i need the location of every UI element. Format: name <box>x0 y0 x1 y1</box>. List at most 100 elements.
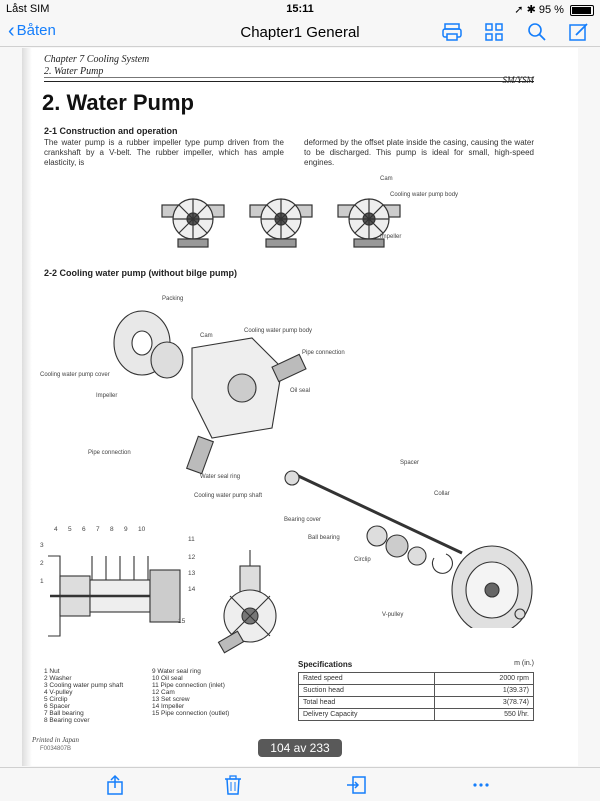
status-bar: Låst SIM 15:11 ➚ ✱ 95 % <box>0 0 600 18</box>
search-icon[interactable] <box>526 22 548 42</box>
legend-item: 10 Oil seal <box>152 675 183 682</box>
legend-item: 2 Washer <box>44 675 72 682</box>
battery-percent: 95 % <box>538 4 564 16</box>
legend-item: 9 Water seal ring <box>152 668 201 675</box>
fig3-number-12: 12 <box>188 554 196 561</box>
fig2-label-cam: Cam <box>200 333 213 339</box>
section1-text-right: deformed by the offset plate inside the … <box>304 138 534 167</box>
parts-legend-right: 9 Water seal ring 10 Oil seal 11 Pipe co… <box>152 668 229 717</box>
legend-item: 8 Bearing cover <box>44 717 90 724</box>
back-button[interactable]: ‹Båten <box>8 20 56 42</box>
fig2-label-circlip: Circlip <box>354 557 371 563</box>
carrier-label: Låst SIM <box>6 3 50 15</box>
page-title: 2. Water Pump <box>42 90 194 115</box>
legend-item: 5 Circlip <box>44 696 68 703</box>
legend-item: 14 Impeller <box>152 703 185 710</box>
fig3-number-14: 14 <box>188 586 196 593</box>
edit-icon[interactable] <box>568 22 590 42</box>
fig2-label-cover: Cooling water pump cover <box>40 372 110 378</box>
more-icon[interactable] <box>470 774 492 796</box>
fig2-label-packing: Packing <box>162 296 184 302</box>
fig1-label-cam: Cam <box>380 176 393 182</box>
fig3-number-7: 7 <box>96 526 100 533</box>
printed-code: F0034807B <box>40 746 72 752</box>
legend-item: 11 Pipe connection (inlet) <box>152 682 225 689</box>
header-rule-bold <box>44 81 534 82</box>
print-icon[interactable] <box>441 22 463 42</box>
fig2-label-spacer: Spacer <box>400 460 420 466</box>
fig3-number-6: 6 <box>82 526 86 533</box>
fig3-number-3: 3 <box>40 542 44 549</box>
fig2-label-oil-seal: Oil seal <box>290 388 311 394</box>
legend-item: 12 Cam <box>152 689 175 696</box>
fig1-label-impeller: Impeller <box>380 234 402 240</box>
fig2-label-ball-bearing: Ball bearing <box>308 535 340 541</box>
legend-item: 4 V-pulley <box>44 689 73 696</box>
fig2-label-vpulley: V-pulley <box>382 612 404 618</box>
printed-note: Printed in Japan <box>32 736 80 744</box>
header-rule <box>44 77 534 78</box>
fig2-label-collar: Collar <box>434 491 450 497</box>
back-label: Båten <box>16 22 56 39</box>
section1-title: 2-1 Construction and operation <box>44 126 178 136</box>
exploded-view-figure <box>113 310 533 628</box>
fig3-number-8: 8 <box>110 526 114 533</box>
legend-item: 7 Ball bearing <box>44 710 84 717</box>
location-icon: ➚ <box>514 4 524 16</box>
legend-item: 1 Nut <box>44 668 60 675</box>
fig2-label-body: Cooling water pump body <box>244 328 313 334</box>
nav-actions <box>425 22 590 47</box>
fig2-label-seal-ring: Water seal ring <box>200 474 241 480</box>
parts-legend-left: 1 Nut 2 Washer 3 Cooling water pump shaf… <box>44 668 123 724</box>
navigation-bar: ‹Båten Chapter1 General <box>0 18 600 47</box>
move-icon[interactable] <box>345 774 367 796</box>
bottom-toolbar <box>0 767 600 801</box>
model-tag: SM/YSM <box>502 75 535 85</box>
share-icon[interactable] <box>104 774 126 796</box>
fig3-number-4: 4 <box>54 526 58 533</box>
legend-item: 6 Spacer <box>44 703 71 710</box>
fig3-number-10: 10 <box>138 526 146 533</box>
battery-icon <box>570 4 594 16</box>
page-indicator: 104 av 233 <box>258 739 342 757</box>
fig2-label-pipe-connection: Pipe connection <box>302 350 345 356</box>
fig1-label-body: Cooling water pump body <box>390 192 459 198</box>
spec-title: Specifications <box>298 660 353 669</box>
fig2-label-pipe-connection-2: Pipe connection <box>88 450 131 456</box>
spec-label: Delivery Capacity <box>298 708 435 721</box>
spec-unit: m (in.) <box>514 660 534 667</box>
section1-text-left: The water pump is a rubber impeller type… <box>44 138 284 167</box>
document-page[interactable]: Chapter 7 Cooling System 2. Water Pump S… <box>22 48 578 766</box>
clock: 15:11 <box>286 3 314 15</box>
fig3-number-5: 5 <box>68 526 72 533</box>
grid-icon[interactable] <box>483 22 505 42</box>
cross-section-figure <box>48 550 277 654</box>
spec-label: Total head <box>298 696 435 709</box>
fig3-number-2: 2 <box>40 560 44 567</box>
spec-value: 2000 rpm <box>434 672 534 685</box>
spec-value: 1(39.37) <box>434 684 534 697</box>
back-chevron-icon: ‹ <box>8 20 15 42</box>
legend-item: 3 Cooling water pump shaft <box>44 682 124 689</box>
fig3-number-9: 9 <box>124 526 128 533</box>
section-header: 2. Water Pump <box>44 66 104 77</box>
trash-icon[interactable] <box>222 774 244 796</box>
battery-fill <box>572 6 591 14</box>
fig3-number-13: 13 <box>188 570 196 577</box>
fig2-label-shaft: Cooling water pump shaft <box>194 493 263 499</box>
fig2-label-impeller: Impeller <box>96 393 118 399</box>
spec-value: 550 l/hr. <box>434 708 534 721</box>
fig3-number-11: 11 <box>188 536 195 543</box>
status-right: ➚ ✱ 95 % <box>514 3 594 16</box>
fig2-label-bearing-cover: Bearing cover <box>284 517 322 523</box>
pump-operation-figure <box>161 198 401 248</box>
fig3-number-15: 15 <box>178 618 186 625</box>
bluetooth-icon: ✱ <box>526 4 536 16</box>
spec-label: Suction head <box>298 684 435 697</box>
spec-value: 3(78.74) <box>434 696 534 709</box>
